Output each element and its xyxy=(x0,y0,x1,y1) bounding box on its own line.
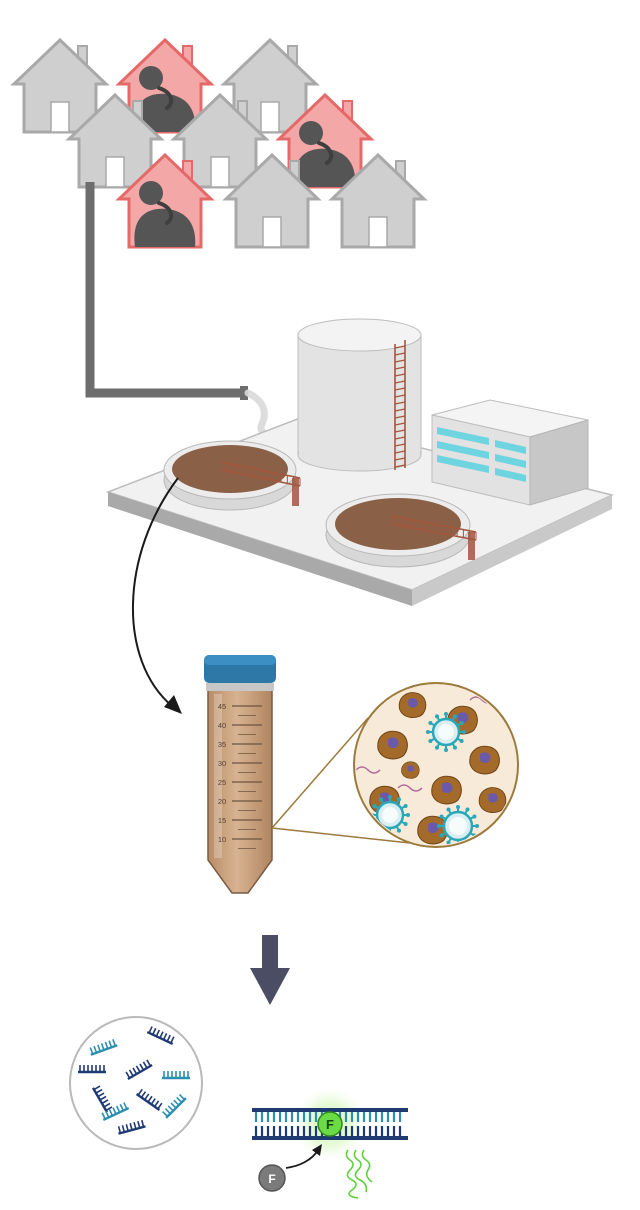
rna-strand xyxy=(397,784,423,792)
nucleic-acid-fragment xyxy=(135,1088,163,1112)
nucleic-acid-fragment xyxy=(162,1071,190,1080)
house-icon xyxy=(222,152,322,249)
organic-particle xyxy=(478,787,507,813)
tube-scale-label: 40 xyxy=(218,721,226,730)
clarifier-basin-2 xyxy=(325,493,477,568)
sample-tube-icon: 45 40 35 30 25 20 15 10 xyxy=(204,655,276,894)
virus-particle-icon xyxy=(426,712,466,752)
process-arrow-icon xyxy=(250,935,290,1005)
released-fluorophore xyxy=(258,1164,286,1192)
organic-particle xyxy=(398,692,427,718)
tube-scale-label: 10 xyxy=(218,835,226,844)
organic-particle xyxy=(401,761,420,779)
tube-scale-label: 25 xyxy=(218,778,226,787)
house-icon xyxy=(10,37,110,134)
infected-house-icon xyxy=(115,152,215,249)
sick-person-icon xyxy=(294,121,356,187)
qpcr-probe-icon: F F xyxy=(252,1088,408,1199)
organic-particle xyxy=(417,815,448,845)
nucleic-acid-icon xyxy=(69,1016,203,1150)
control-building xyxy=(431,399,589,506)
nucleic-acid-fragment xyxy=(125,1059,153,1081)
tube-scale-label: 45 xyxy=(218,702,226,711)
zoom-lines xyxy=(271,717,411,844)
sample-zoom-circle xyxy=(353,682,519,848)
nucleic-acid-fragment xyxy=(89,1039,118,1056)
clarifier-basin-1 xyxy=(163,440,301,511)
house-icon xyxy=(65,92,165,189)
bound-fluorophore xyxy=(317,1111,343,1137)
sick-person-icon xyxy=(134,181,196,247)
tube-scale-label: 20 xyxy=(218,797,226,806)
tube-scale: 45 40 35 30 25 20 15 10 xyxy=(218,702,262,849)
house-icon xyxy=(328,152,428,249)
rna-strand xyxy=(356,766,381,774)
sampling-arrow xyxy=(131,477,182,714)
nucleic-acid-fragment xyxy=(91,1085,113,1113)
tube-scale-label: 30 xyxy=(218,759,226,768)
nucleic-acid-fragment xyxy=(161,1093,187,1119)
tube-scale-label: 15 xyxy=(218,816,226,825)
nucleic-acid-fragment xyxy=(117,1119,146,1135)
bound-fluorophore-label: F xyxy=(326,1117,334,1132)
storage-tank xyxy=(297,318,422,472)
released-fluorophore-label: F xyxy=(268,1172,275,1186)
nucleic-acid-fragment xyxy=(101,1102,130,1122)
virus-particle-icon xyxy=(437,805,479,845)
sick-person-icon xyxy=(134,66,196,132)
organic-particle xyxy=(377,730,408,760)
households-group xyxy=(10,37,428,249)
nucleic-acid-fragment xyxy=(78,1065,106,1074)
house-icon xyxy=(170,92,270,189)
organic-particle xyxy=(469,745,500,775)
wastewater-plant-icon xyxy=(105,318,615,606)
organic-particle xyxy=(431,775,462,805)
tube-scale-label: 35 xyxy=(218,740,226,749)
nucleic-acid-fragment xyxy=(146,1026,175,1046)
infected-house-icon xyxy=(275,92,375,189)
